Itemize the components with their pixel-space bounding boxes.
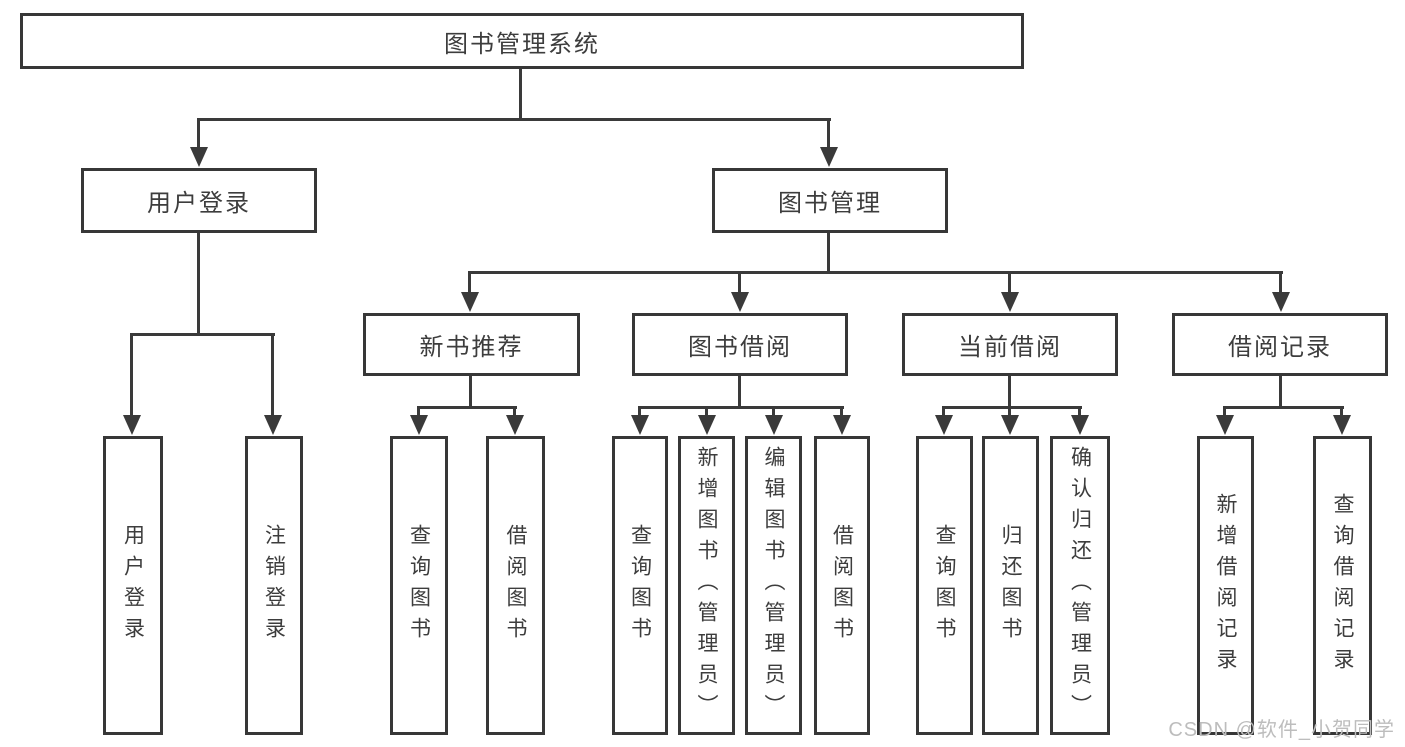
connector-line-vertical bbox=[1279, 373, 1282, 408]
arrowhead-down-icon bbox=[1216, 415, 1234, 435]
connector-line-vertical bbox=[827, 230, 830, 274]
arrowhead-down-icon bbox=[1071, 415, 1089, 435]
connector-line-horizontal bbox=[417, 406, 517, 409]
arrowhead-down-icon bbox=[1272, 292, 1290, 312]
node-label: 归还图书 bbox=[999, 523, 1022, 648]
csdn-watermark: CSDN @软件_小贺同学 bbox=[1168, 719, 1395, 741]
node-label: 查询图书 bbox=[407, 523, 431, 648]
connector-line-vertical bbox=[469, 373, 472, 408]
connector-line-vertical bbox=[638, 406, 641, 417]
node-label: 借阅记录 bbox=[1228, 334, 1332, 361]
connector-line-vertical bbox=[271, 333, 274, 417]
arrowhead-down-icon bbox=[461, 292, 479, 312]
connector-line-vertical bbox=[1008, 406, 1011, 417]
node-label: 借阅图书 bbox=[504, 523, 527, 648]
node-logout: 注销登录 bbox=[245, 436, 303, 735]
connector-line-vertical bbox=[513, 406, 516, 417]
node-user-login-leaf: 用户登录 bbox=[103, 436, 163, 735]
connector-line-vertical bbox=[130, 333, 133, 417]
node-query-borrow-record: 查询借阅记录 bbox=[1313, 436, 1372, 735]
arrowhead-down-icon bbox=[935, 415, 953, 435]
node-label: 用户登录 bbox=[121, 523, 145, 648]
node-library-management-system: 图书管理系统 bbox=[20, 13, 1024, 69]
connector-line-vertical bbox=[1279, 271, 1282, 294]
arrowhead-down-icon bbox=[506, 415, 524, 435]
node-user-login: 用户登录 bbox=[81, 168, 317, 233]
connector-line-vertical bbox=[1078, 406, 1081, 417]
node-confirm-return-admin: 确认归还（管理员） bbox=[1050, 436, 1110, 735]
arrowhead-down-icon bbox=[190, 147, 208, 167]
node-label: 查询图书 bbox=[933, 523, 956, 648]
node-label: 当前借阅 bbox=[958, 334, 1062, 361]
arrowhead-down-icon bbox=[1001, 292, 1019, 312]
node-return-book: 归还图书 bbox=[982, 436, 1039, 735]
node-label: 用户登录 bbox=[147, 190, 251, 217]
node-query-books-borrowing: 查询图书 bbox=[612, 436, 668, 735]
arrowhead-down-icon bbox=[631, 415, 649, 435]
node-label: 图书管理 bbox=[778, 190, 882, 217]
arrowhead-down-icon bbox=[123, 415, 141, 435]
node-label: 新书推荐 bbox=[419, 334, 524, 361]
connector-line-horizontal bbox=[942, 406, 1082, 409]
node-label: 新增借阅记录 bbox=[1214, 492, 1237, 679]
connector-line-vertical bbox=[1008, 271, 1011, 294]
node-label: 图书借阅 bbox=[688, 334, 792, 361]
node-label: 新增图书（管理员） bbox=[695, 446, 718, 725]
connector-line-vertical bbox=[417, 406, 420, 417]
node-query-books-current: 查询图书 bbox=[916, 436, 973, 735]
connector-line-horizontal bbox=[1223, 406, 1344, 409]
arrowhead-down-icon bbox=[698, 415, 716, 435]
connector-line-vertical bbox=[772, 406, 775, 417]
arrowhead-down-icon bbox=[765, 415, 783, 435]
node-current-borrowing: 当前借阅 bbox=[902, 313, 1118, 376]
connector-line-vertical bbox=[705, 406, 708, 417]
node-new-book-recommendation: 新书推荐 bbox=[363, 313, 580, 376]
arrowhead-down-icon bbox=[264, 415, 282, 435]
node-label: 查询图书 bbox=[628, 523, 652, 648]
arrowhead-down-icon bbox=[1001, 415, 1019, 435]
arrowhead-down-icon bbox=[731, 292, 749, 312]
connector-line-vertical bbox=[1340, 406, 1343, 417]
node-add-book-admin: 新增图书（管理员） bbox=[678, 436, 735, 735]
connector-line-vertical bbox=[197, 118, 200, 149]
arrowhead-down-icon bbox=[1333, 415, 1351, 435]
connector-line-vertical bbox=[519, 66, 522, 120]
node-label: 编辑图书（管理员） bbox=[762, 446, 785, 725]
node-borrow-books-borrowing: 借阅图书 bbox=[814, 436, 870, 735]
connector-line-horizontal bbox=[197, 118, 831, 121]
node-book-borrowing: 图书借阅 bbox=[632, 313, 848, 376]
connector-line-horizontal bbox=[130, 333, 275, 336]
connector-line-vertical bbox=[942, 406, 945, 417]
connector-line-vertical bbox=[738, 373, 741, 408]
connector-line-vertical bbox=[1008, 373, 1011, 408]
node-book-management: 图书管理 bbox=[712, 168, 948, 233]
node-label: 图书管理系统 bbox=[444, 30, 600, 58]
node-label: 查询借阅记录 bbox=[1331, 492, 1354, 679]
connector-line-vertical bbox=[197, 230, 200, 336]
arrowhead-down-icon bbox=[410, 415, 428, 435]
node-label: 确认归还（管理员） bbox=[1068, 446, 1092, 725]
node-borrowing-records: 借阅记录 bbox=[1172, 313, 1388, 376]
arrowhead-down-icon bbox=[833, 415, 851, 435]
connector-line-vertical bbox=[840, 406, 843, 417]
connector-line-vertical bbox=[738, 271, 741, 294]
arrowhead-down-icon bbox=[820, 147, 838, 167]
node-label: 注销登录 bbox=[262, 523, 286, 648]
node-label: 借阅图书 bbox=[830, 523, 854, 648]
node-edit-book-admin: 编辑图书（管理员） bbox=[745, 436, 802, 735]
connector-line-vertical bbox=[1223, 406, 1226, 417]
connector-line-vertical bbox=[827, 118, 830, 149]
connector-line-horizontal bbox=[638, 406, 844, 409]
node-query-books-recommend: 查询图书 bbox=[390, 436, 448, 735]
connector-line-horizontal bbox=[468, 271, 1283, 274]
node-borrow-books-recommend: 借阅图书 bbox=[486, 436, 545, 735]
connector-line-vertical bbox=[468, 271, 471, 294]
node-add-borrow-record: 新增借阅记录 bbox=[1197, 436, 1254, 735]
